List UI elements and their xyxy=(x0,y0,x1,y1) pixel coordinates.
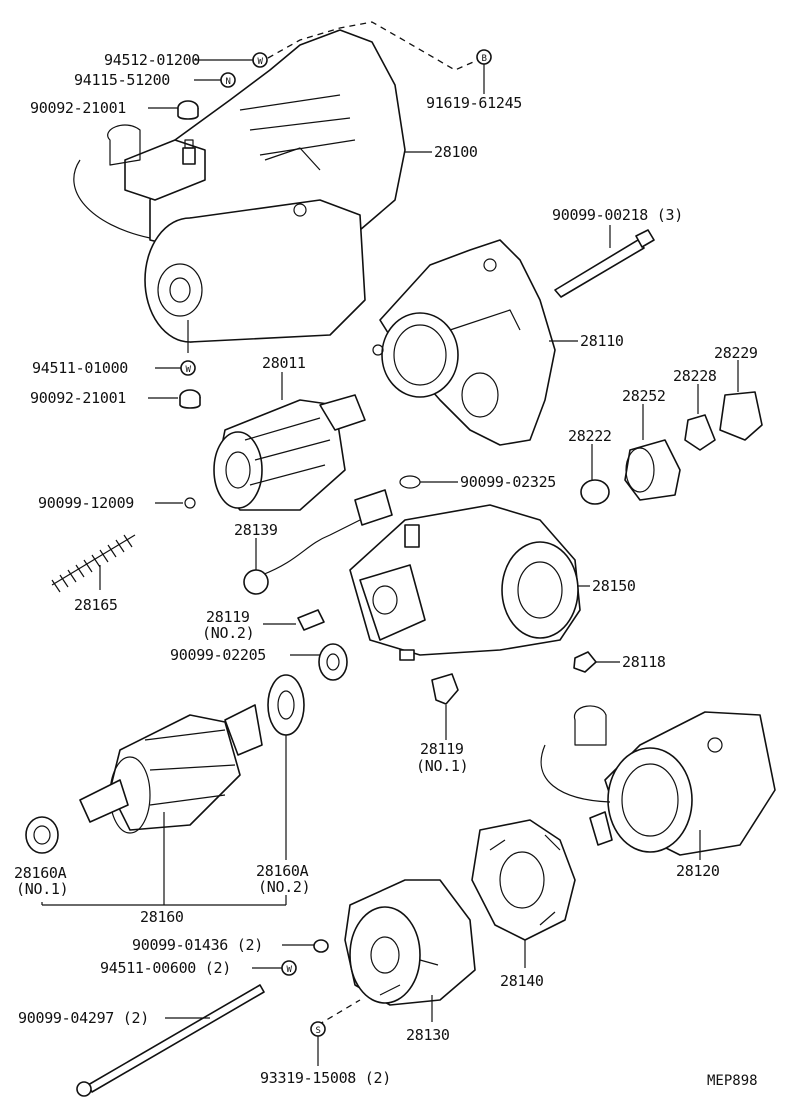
label-28150: 28150 xyxy=(592,577,636,595)
label-28160a-no1-sub: (NO.1) xyxy=(16,880,68,898)
label-28252: 28252 xyxy=(622,387,666,405)
terminal-nut-top-illustration xyxy=(177,100,199,120)
bearing-no1-illustration xyxy=(25,816,59,854)
contact-plate-no2-illustration xyxy=(297,609,325,631)
label-94115-51200: 94115-51200 xyxy=(74,71,170,89)
through-bolt-long-illustration xyxy=(76,984,265,1097)
label-90099-12009: 90099-12009 xyxy=(38,494,134,512)
label-28160a-no1: 28160A xyxy=(14,864,67,882)
label-28228: 28228 xyxy=(673,367,717,385)
marker-s: S xyxy=(310,1021,326,1037)
marker-n: N xyxy=(220,72,236,88)
retaining-ring-illustration xyxy=(184,497,196,509)
label-28011: 28011 xyxy=(262,354,306,372)
marker-b: B xyxy=(476,49,492,65)
through-bolt-illustration xyxy=(554,229,655,298)
label-28119-no1: 28119 xyxy=(420,740,464,758)
label-28140: 28140 xyxy=(500,972,544,990)
label-28130: 28130 xyxy=(406,1026,450,1044)
svg-text:S: S xyxy=(315,1026,320,1036)
part-labels: 94512-01200 94115-51200 90092-21001 9161… xyxy=(14,51,758,1089)
planetary-gear-illustration xyxy=(624,439,681,501)
leader-lines xyxy=(41,59,739,1066)
armature-illustration xyxy=(79,674,305,834)
end-frame-illustration xyxy=(344,879,476,1006)
brush-holder-illustration xyxy=(471,819,576,941)
svg-text:N: N xyxy=(225,77,230,87)
marker-w-top: W xyxy=(252,52,268,68)
label-28160a-no2: 28160A xyxy=(256,862,309,880)
magnetic-switch-illustration xyxy=(349,504,581,661)
svg-text:B: B xyxy=(481,54,486,64)
contact-plate-no1-illustration xyxy=(431,673,459,705)
label-91619-61245: 91619-61245 xyxy=(426,94,522,112)
label-94512-01200: 94512-01200 xyxy=(104,51,200,69)
washer-90099-01436-illustration xyxy=(313,939,329,953)
label-28120: 28120 xyxy=(676,862,720,880)
label-28139: 28139 xyxy=(234,521,278,539)
label-94511-01000: 94511-01000 xyxy=(32,359,128,377)
starter-assembly-illustration xyxy=(73,29,406,343)
label-90099-01436: 90099-01436 (2) xyxy=(132,936,263,954)
starter-clutch-illustration xyxy=(213,394,366,511)
label-28110: 28110 xyxy=(580,332,624,350)
label-28118: 28118 xyxy=(622,653,666,671)
part-28118-illustration xyxy=(573,651,597,673)
drive-housing-illustration xyxy=(372,239,556,446)
label-28100: 28100 xyxy=(434,143,478,161)
diagram-code: MEP898 xyxy=(707,1073,758,1089)
label-28160: 28160 xyxy=(140,908,184,926)
label-90092-21001-top: 90092-21001 xyxy=(30,99,126,117)
label-90092-21001-mid: 90092-21001 xyxy=(30,389,126,407)
washer-28222-illustration xyxy=(580,479,610,505)
svg-text:W: W xyxy=(286,965,292,975)
label-28222: 28222 xyxy=(568,427,612,445)
label-28165: 28165 xyxy=(74,596,118,614)
label-90099-02205: 90099-02205 xyxy=(170,646,266,664)
label-28160a-no2-sub: (NO.2) xyxy=(258,878,310,896)
label-90099-02325: 90099-02325 xyxy=(460,473,556,491)
label-94511-00600: 94511-00600 (2) xyxy=(100,959,231,977)
gear-pieces-illustration xyxy=(684,391,763,451)
label-28119-no2: 28119 xyxy=(206,608,250,626)
svg-text:W: W xyxy=(185,365,191,375)
terminal-nut-bottom-illustration xyxy=(179,389,201,409)
label-28119-no2-sub: (NO.2) xyxy=(202,624,254,642)
end-frame-dashed-line xyxy=(317,999,361,1026)
reference-dashed-line xyxy=(267,21,479,71)
spring-illustration xyxy=(51,534,136,593)
label-90099-04297: 90099-04297 (2) xyxy=(18,1009,149,1027)
yoke-illustration xyxy=(540,705,776,856)
label-28229: 28229 xyxy=(714,344,758,362)
label-93319-15008: 93319-15008 (2) xyxy=(260,1069,391,1087)
marker-w-mid: W xyxy=(180,360,196,376)
washer-90099-02205-illustration xyxy=(318,643,348,681)
marker-w-bottom: W xyxy=(281,960,297,976)
label-28119-no1-sub: (NO.1) xyxy=(416,757,468,775)
washer-90099-02325-illustration xyxy=(399,475,421,489)
lead-wire-illustration xyxy=(243,489,393,595)
label-90099-00218: 90099-00218 (3) xyxy=(552,206,683,224)
svg-text:W: W xyxy=(257,57,263,67)
